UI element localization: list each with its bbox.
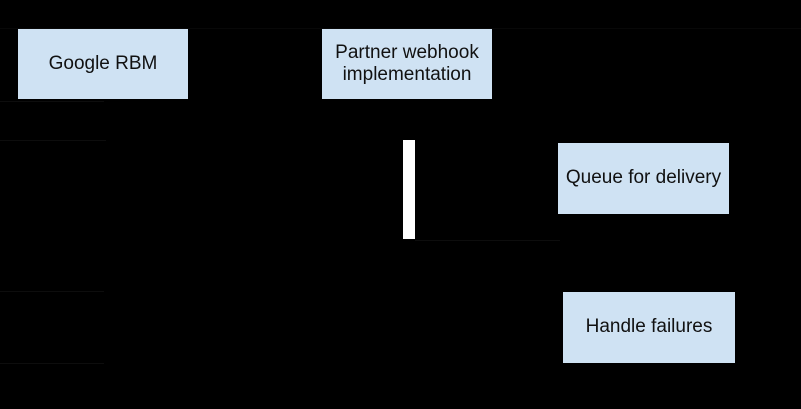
connector-line	[0, 363, 104, 364]
node-handle-failures: Handle failures	[563, 292, 735, 363]
node-partner-webhook-implementation-label: Partner webhook implementation	[335, 41, 479, 85]
connector-line	[0, 101, 104, 102]
connector-line	[415, 240, 560, 241]
node-partner-webhook-implementation: Partner webhook implementation	[322, 29, 492, 99]
connector-line	[0, 140, 106, 141]
node-google-rbm: Google RBM	[18, 29, 188, 99]
node-google-rbm-label: Google RBM	[48, 52, 158, 74]
node-queue-for-delivery: Queue for delivery	[558, 143, 729, 214]
node-handle-failures-label: Handle failures	[585, 316, 713, 338]
node-queue-for-delivery-label: Queue for delivery	[565, 167, 722, 189]
activation-bar	[403, 140, 415, 239]
connector-line	[0, 291, 104, 292]
